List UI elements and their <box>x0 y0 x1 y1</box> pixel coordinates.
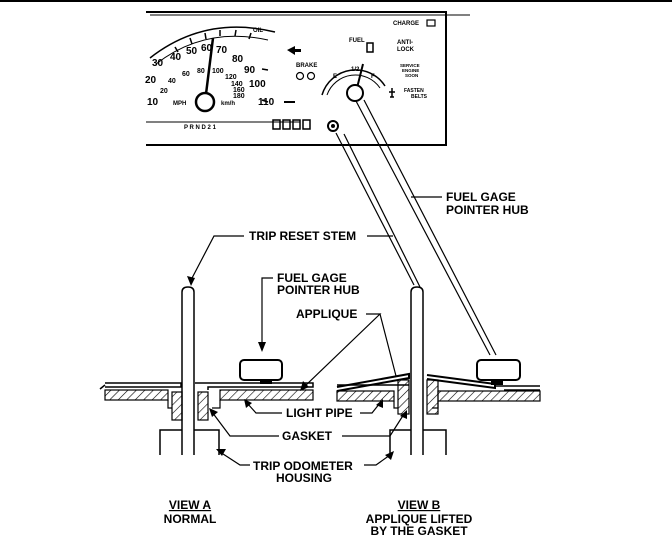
trip-reset-stem-label: TRIP RESET STEM <box>249 229 356 243</box>
leader-line-fuel-hub-inner <box>363 99 497 356</box>
trip-odometer-housing-view-b <box>389 429 447 455</box>
kmh-unit-label: km/h <box>221 101 235 107</box>
mph-tick-label: 110 <box>258 97 275 108</box>
light-pipe-label: LIGHT PIPE <box>286 406 353 420</box>
anti-lock-label-line: LOCK <box>397 47 415 53</box>
kmh-tick-label: 120 <box>225 74 237 81</box>
brake-lamp-label: BRAKE <box>296 63 317 69</box>
view-b-title: VIEW B <box>398 498 441 512</box>
trip-reset-stem-view-a <box>181 286 195 455</box>
mph-tick-label: 70 <box>216 45 228 56</box>
gasket-leader-left <box>211 411 279 437</box>
mph-tick-label: 100 <box>249 79 266 90</box>
fasten-belts-label-line: FASTEN <box>404 88 424 94</box>
mph-tick-label: 20 <box>145 75 157 86</box>
view-a-title: VIEW A <box>169 498 212 512</box>
trip-odometer-window <box>272 119 311 130</box>
applique-leader-left <box>303 313 382 388</box>
fuel-gage-pointer-hub-label-top: POINTER HUB <box>446 203 529 217</box>
mph-tick-label: 10 <box>147 97 159 108</box>
speedometer-pointer-hub <box>194 91 216 113</box>
fuel-gage-pointer-hub-view-b <box>476 359 521 381</box>
trip-odometer-housing-label: HOUSING <box>276 471 332 485</box>
kmh-tick-label: 60 <box>182 71 190 78</box>
fasten-belts-label-line: BELTS <box>411 94 428 100</box>
charge-lamp-label: CHARGE <box>393 21 419 27</box>
applique-label: APPLIQUE <box>296 307 357 321</box>
fuel-empty-label: E <box>333 74 337 80</box>
trip-reset-stem-knob <box>327 120 339 132</box>
fuel-gage-pointer-hub-view-a <box>239 359 283 381</box>
fuel-hub-leader <box>261 277 273 346</box>
kmh-tick-label: 80 <box>197 68 205 75</box>
gasket-view-b <box>397 379 410 415</box>
fuel-gage-pointer-hub-label: FUEL GAGE <box>277 271 347 285</box>
gasket-label: GASKET <box>282 429 333 443</box>
trip-odometer-housing-leader-left <box>219 451 250 466</box>
view-a-cross-section <box>99 286 314 455</box>
trip-odometer-housing-view-a <box>159 429 220 455</box>
applique-leader-right <box>379 313 397 377</box>
turn-signal-arrow-icon <box>287 46 301 55</box>
leader-line-trip-stem <box>335 132 415 286</box>
fuel-full-label: F <box>371 74 375 80</box>
kmh-tick-label: 140 <box>231 81 243 88</box>
instrument-cluster: 10 20 30 40 50 60 70 80 90 100 110 20 40… <box>145 11 447 146</box>
fuel-half-label: 1/2 <box>351 67 360 73</box>
mph-tick-label: 60 <box>201 43 213 54</box>
view-b-caption-line: BY THE GASKET <box>370 524 468 538</box>
fuel-gage-pointer-hub-label: POINTER HUB <box>277 283 360 297</box>
mph-tick-label: 90 <box>244 65 256 76</box>
mph-tick-label: 50 <box>186 46 198 57</box>
light-pipe-leader-left <box>246 402 282 414</box>
leader-line-fuel-hub <box>355 100 491 356</box>
mph-tick-label: 40 <box>170 52 182 63</box>
trip-odometer-housing-leader-right <box>364 454 391 466</box>
fuel-pump-icon <box>366 42 374 53</box>
view-b-caption-line: APPLIQUE LIFTED <box>366 512 473 526</box>
service-engine-label-line: SOON <box>405 73 418 78</box>
kmh-tick-label: 40 <box>168 78 176 85</box>
kmh-tick-label: 180 <box>233 93 245 100</box>
fuel-gauge: FUEL E 1/2 F <box>321 38 386 102</box>
fuel-gage-pointer-hub <box>346 84 364 102</box>
trip-reset-stem-leader-left <box>190 235 244 281</box>
fuel-label: FUEL <box>349 38 365 44</box>
fuel-gage-pointer-hub-label-top: FUEL GAGE <box>446 190 516 204</box>
view-b-cross-section <box>336 286 541 455</box>
seat-belt-icon <box>389 88 395 98</box>
battery-icon <box>426 19 436 27</box>
light-pipe-leader-right <box>360 402 381 414</box>
kmh-tick-label: 100 <box>212 68 224 75</box>
mph-tick-label: 30 <box>152 58 164 69</box>
gasket-view-a <box>171 391 183 421</box>
service-engine-label-line: ENGINE <box>402 68 419 73</box>
service-engine-label-line: SERVICE <box>400 63 420 68</box>
leader-line-trip-stem-inner <box>343 133 421 288</box>
kmh-tick-label: 20 <box>160 88 168 95</box>
oil-lamp-label: OIL <box>253 28 263 34</box>
trip-reset-stem-view-b <box>410 286 424 455</box>
kmh-tick-label: 160 <box>233 87 245 94</box>
trip-odometer-housing-label: TRIP ODOMETER <box>253 459 353 473</box>
mph-unit-label: MPH <box>173 101 186 107</box>
mph-tick-label: 80 <box>232 54 244 65</box>
brake-warning-icon <box>295 71 316 81</box>
view-a-caption: NORMAL <box>164 512 217 526</box>
anti-lock-label-line: ANTI- <box>397 40 413 46</box>
prndl-label: P R N D 2 1 <box>184 125 217 131</box>
speedometer: 10 20 30 40 50 60 70 80 90 100 110 20 40… <box>145 26 295 113</box>
